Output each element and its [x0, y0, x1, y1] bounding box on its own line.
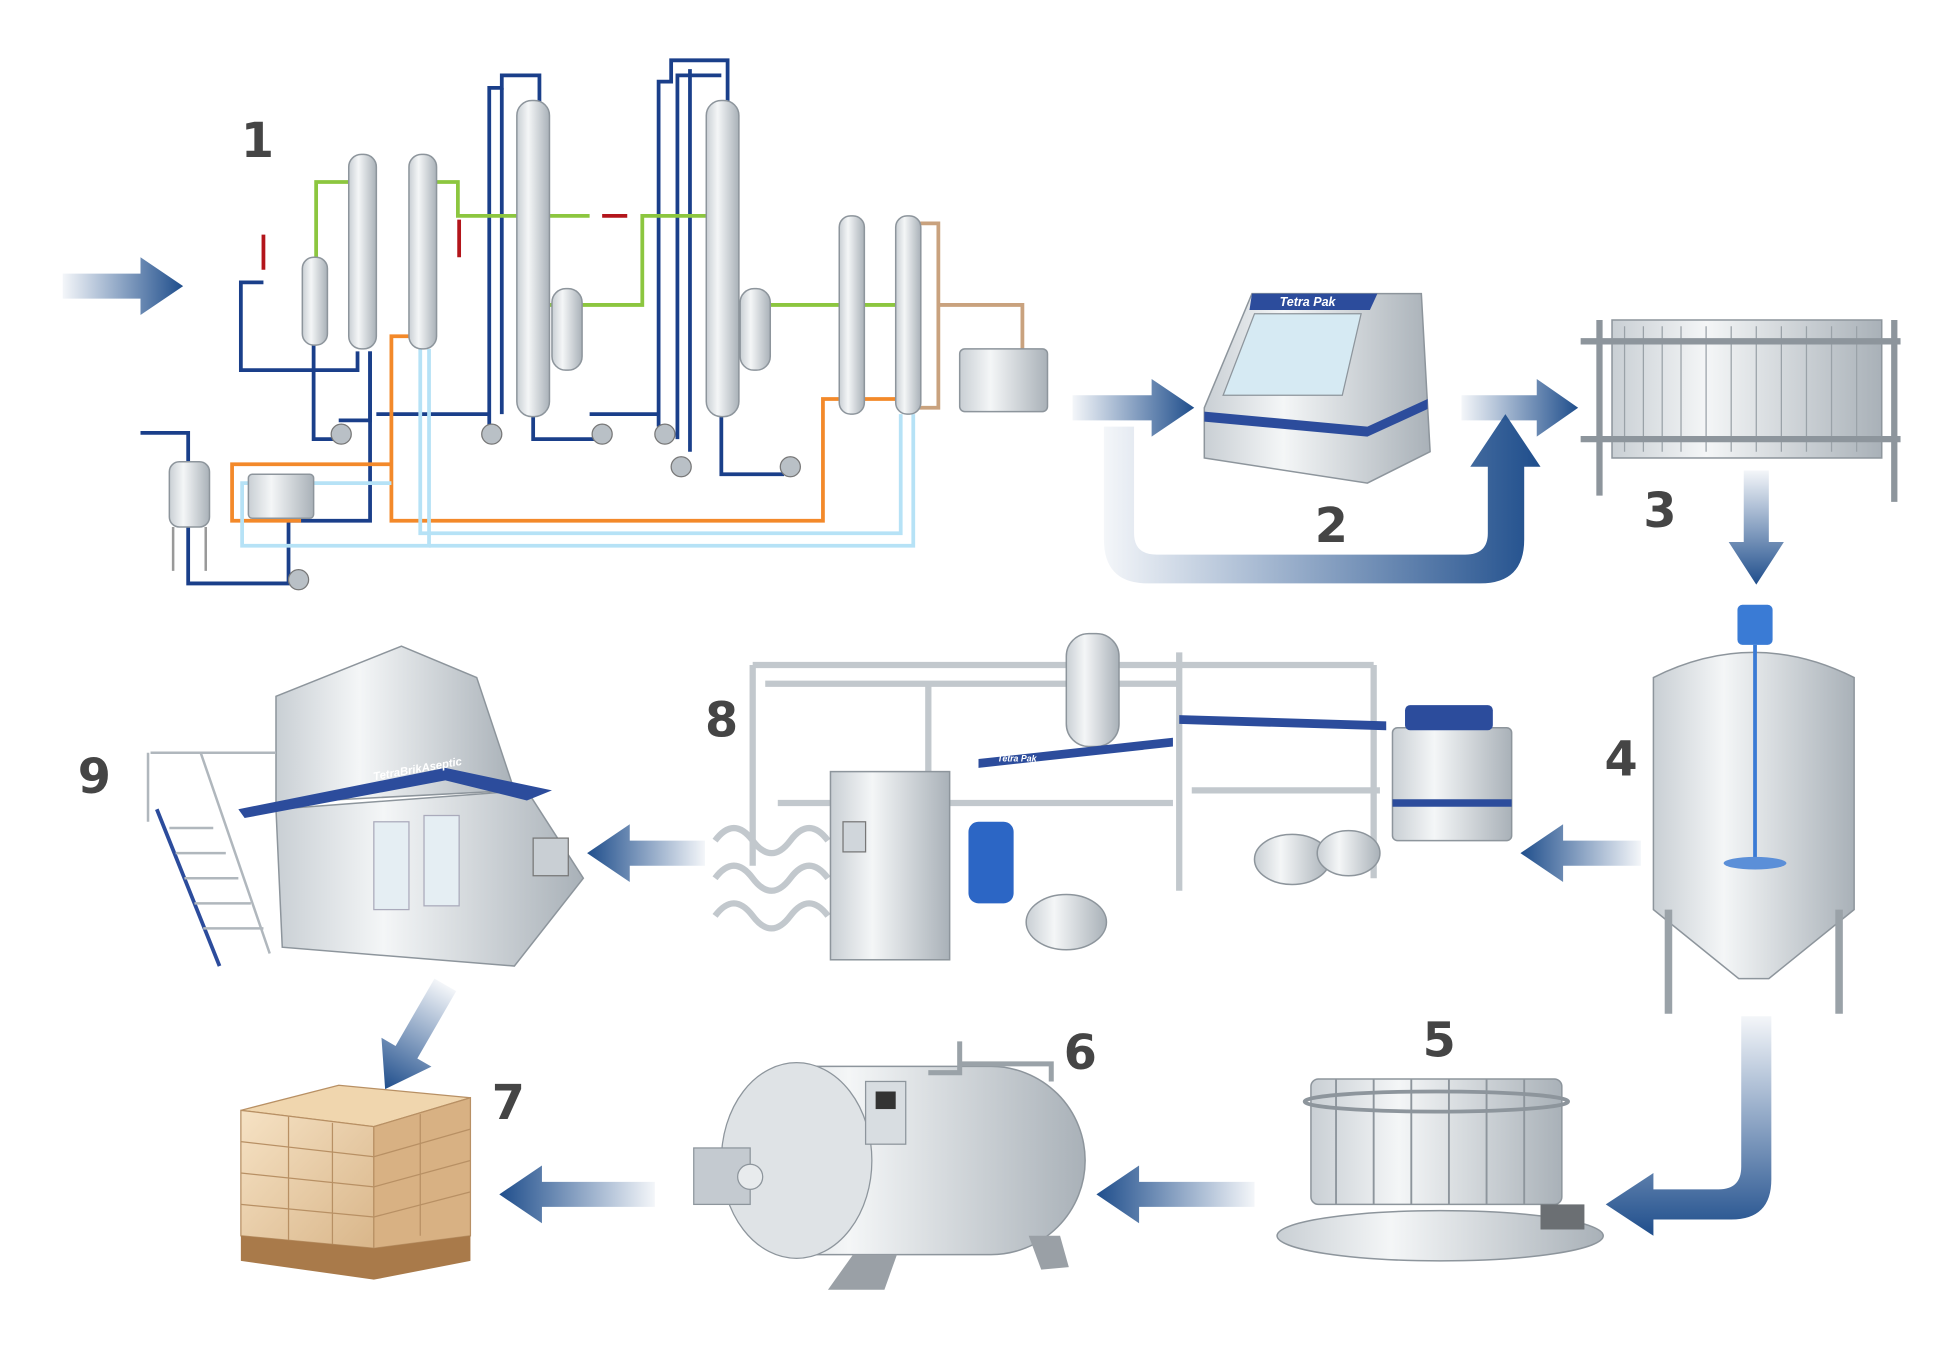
filter-press: [1580, 319, 1901, 502]
arrow-6-to-7: [499, 1165, 655, 1224]
pipes-orange: [230, 334, 897, 523]
arrow-3-to-4: [1728, 470, 1784, 585]
step-number-4: 4: [1604, 732, 1637, 787]
pipes-dark-blue: [140, 58, 785, 586]
flow-arrows: [62, 257, 1784, 1236]
separator: [739, 287, 772, 371]
storage-tank: [168, 460, 211, 528]
mixing-tank: [1652, 604, 1855, 1014]
column: [408, 153, 438, 350]
pumps: [287, 423, 801, 591]
machine-2-brand-label: Tetra Pak: [1280, 295, 1337, 309]
column: [894, 215, 922, 415]
arrow-bypass-2: [1103, 414, 1541, 584]
column: [516, 99, 551, 418]
arrow-2-to-3: [1461, 378, 1579, 437]
rotary-filler: [1276, 1078, 1604, 1262]
control-panel: [532, 837, 569, 877]
machine-8-brand-label: Tetra Pak: [997, 754, 1037, 764]
separator: [301, 256, 329, 346]
arrow-input: [62, 257, 184, 315]
step-number-8: 8: [705, 693, 738, 748]
column: [838, 215, 866, 415]
separator: [551, 287, 583, 371]
step-number-6: 6: [1064, 1026, 1097, 1081]
control-panel: [864, 1080, 907, 1145]
machine-2: Tetra Pak: [1203, 292, 1431, 484]
autoclave: [693, 1041, 1086, 1290]
step-number-1: 1: [241, 114, 274, 169]
pallet-of-boxes: [240, 1084, 472, 1280]
arrow-9-to-7: [381, 978, 457, 1090]
column: [347, 153, 378, 350]
arrow-5-to-6: [1096, 1165, 1255, 1224]
arrow-1-to-2: [1072, 378, 1195, 437]
step-numbers: 1 2 3 4 5 6 7 8 9: [78, 114, 1677, 1131]
skid-unit: [958, 348, 1049, 413]
filling-machine: TetraBrikAseptic: [146, 645, 585, 967]
pipe-red: [261, 213, 628, 270]
evaporator-plant: [140, 58, 1049, 591]
step-number-9: 9: [78, 750, 111, 805]
column: [705, 99, 740, 418]
arrow-8-to-9: [587, 824, 706, 882]
step-number-7: 7: [492, 1076, 525, 1131]
step-number-3: 3: [1643, 484, 1676, 539]
pipes-light-blue: [240, 348, 916, 548]
arrow-4-to-5: [1605, 1016, 1772, 1236]
processing-plant: Tetra Pak: [712, 632, 1513, 961]
pipe-tan: [919, 221, 1025, 410]
agitator-motor: [1737, 604, 1773, 645]
tank-legs: [171, 526, 207, 571]
step-number-5: 5: [1423, 1013, 1456, 1068]
plate-heat-exchanger: [247, 473, 315, 519]
arrow-4-to-8: [1520, 824, 1641, 882]
pipes-green: [314, 180, 897, 307]
step-number-2: 2: [1315, 499, 1348, 554]
